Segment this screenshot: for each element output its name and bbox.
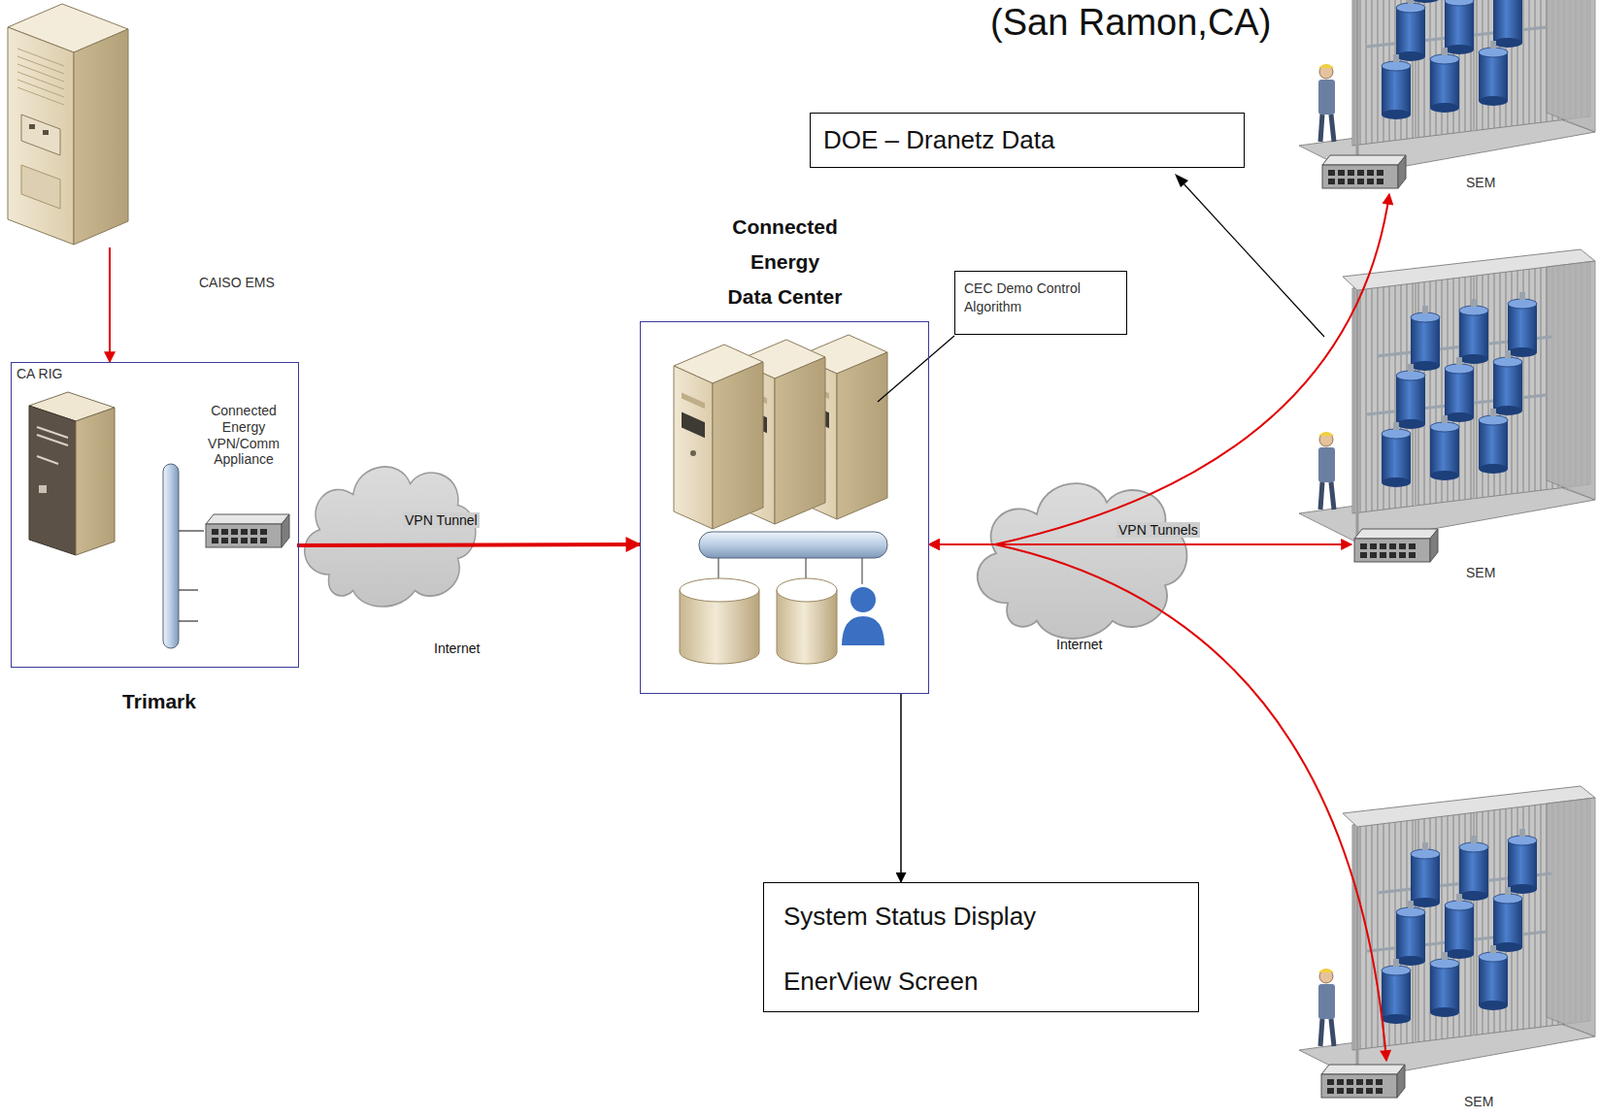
- leader-line: [877, 335, 955, 402]
- sem-unit: [1299, 0, 1596, 175]
- site-box: CA RIGTrimarkConnected Energy VPN/Comm A…: [10, 362, 300, 668]
- node-text: CA RIG: [16, 366, 63, 382]
- data-arrow: [900, 694, 902, 883]
- node-subtext: EnerView Screen: [783, 967, 978, 998]
- server-node: CAISO EMS: [0, 0, 132, 248]
- node-text: CEC Demo Control Algorithm: [964, 279, 1081, 317]
- node-text: System Status Display: [783, 902, 1036, 933]
- sem-unit: [1299, 786, 1596, 1080]
- site-location: (San Ramon,CA): [990, 1, 1271, 45]
- leader-arrow: [1174, 173, 1325, 337]
- data-box: DOE – Dranetz Data: [809, 112, 1245, 168]
- internet-cloud: [977, 483, 1188, 639]
- sem-unit: [1299, 249, 1596, 543]
- sem-device: [1354, 529, 1438, 563]
- vpn-link: [108, 247, 111, 363]
- node-text: SEM: [1466, 174, 1496, 191]
- node-subtext: Trimark: [100, 690, 218, 714]
- sem-node: SEM: [1320, 151, 1505, 195]
- data-center-box: Connected Energy Data Center: [639, 321, 930, 695]
- node-text: Connected Energy Data Center: [726, 209, 844, 315]
- cloud-label: VPN Tunnel: [402, 512, 480, 529]
- database-cylinder: [776, 578, 837, 665]
- cloud-label: Internet: [1056, 636, 1102, 653]
- server-tower: [673, 344, 764, 530]
- sem-node: SEM: [1318, 1061, 1503, 1110]
- callout-box: CEC Demo Control Algorithm: [954, 270, 1128, 335]
- appliance-node: Connected Energy VPN/Comm Appliance: [190, 400, 298, 562]
- node-text: DOE – Dranetz Data: [823, 126, 1055, 156]
- sem-device: [1322, 155, 1406, 189]
- node-text: Connected Energy VPN/Comm Appliance: [195, 402, 293, 468]
- display-box: System Status DisplayEnerView Screen: [763, 882, 1200, 1013]
- data-bus: [699, 532, 888, 585]
- node-text: SEM: [1466, 565, 1496, 581]
- operator-icon: [840, 586, 886, 647]
- sem-device: [1321, 1065, 1405, 1099]
- caiso-server: [7, 3, 129, 245]
- vpn-link: [297, 544, 640, 546]
- internet-cloud: [304, 466, 476, 607]
- network-bus: [163, 464, 204, 649]
- sem-node: SEM: [1351, 529, 1507, 583]
- vpn-link: [929, 194, 1390, 545]
- cloud-label: Internet: [433, 640, 480, 657]
- rig-server: [29, 392, 115, 556]
- database-cylinder: [679, 578, 760, 665]
- node-text: CAISO EMS: [199, 274, 275, 291]
- vpn-link: [929, 544, 1387, 1062]
- cloud-label: VPN Tunnels: [1116, 522, 1200, 538]
- node-text: SEM: [1464, 1094, 1494, 1110]
- vpn-appliance: [205, 514, 290, 548]
